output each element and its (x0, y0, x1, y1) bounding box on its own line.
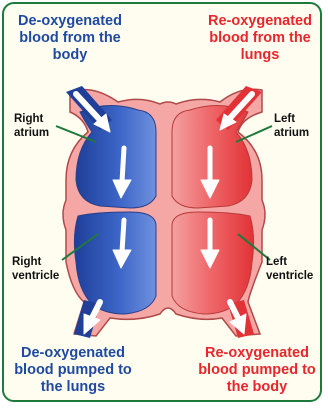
label-right-ventricle: Right ventricle (12, 255, 68, 283)
label-right-atrium: Right atrium (14, 112, 58, 140)
right-atrium-chamber (76, 105, 156, 208)
caption-reoxygenated-out: Re-oxygenated blood pumped to the body (192, 345, 322, 396)
caption-reoxygenated-in: Re-oxygenated blood from the lungs (200, 13, 320, 64)
label-left-atrium: Left atrium (274, 112, 318, 140)
caption-deoxygenated-in: De-oxygenated blood from the body (10, 13, 130, 64)
label-left-ventricle: Left ventricle (266, 255, 322, 283)
caption-deoxygenated-out: De-oxygenated blood pumped to the lungs (8, 345, 138, 396)
